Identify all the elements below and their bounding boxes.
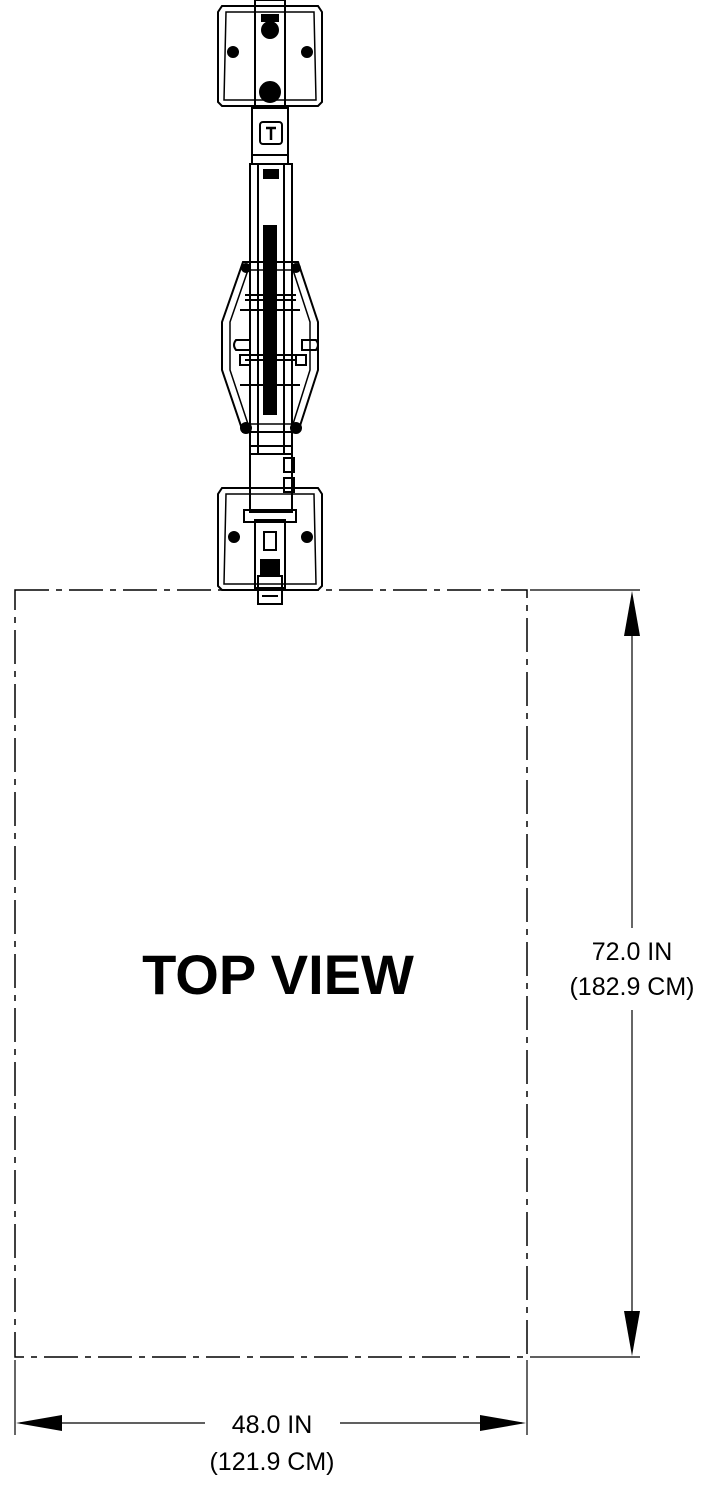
width-arrow-left <box>16 1415 62 1431</box>
pedal-assembly <box>221 225 319 434</box>
connector-block <box>251 107 289 165</box>
width-arrow-right <box>480 1415 526 1431</box>
width-imperial-label: 48.0 IN <box>232 1411 313 1439</box>
view-title: TOP VIEW <box>142 943 414 1006</box>
machine-top-view <box>217 0 323 605</box>
rear-post <box>254 519 286 605</box>
width-dimension <box>14 1360 528 1435</box>
width-metric-label: (121.9 CM) <box>209 1448 334 1476</box>
depth-arrow-bottom <box>624 1311 640 1356</box>
footprint-outline <box>14 589 528 1358</box>
front-post <box>254 0 286 109</box>
depth-metric-label: (182.9 CM) <box>569 973 694 1001</box>
depth-dimension <box>530 589 640 1358</box>
depth-arrow-top <box>624 591 640 636</box>
depth-imperial-label: 72.0 IN <box>592 938 673 966</box>
slide-block <box>243 445 297 523</box>
